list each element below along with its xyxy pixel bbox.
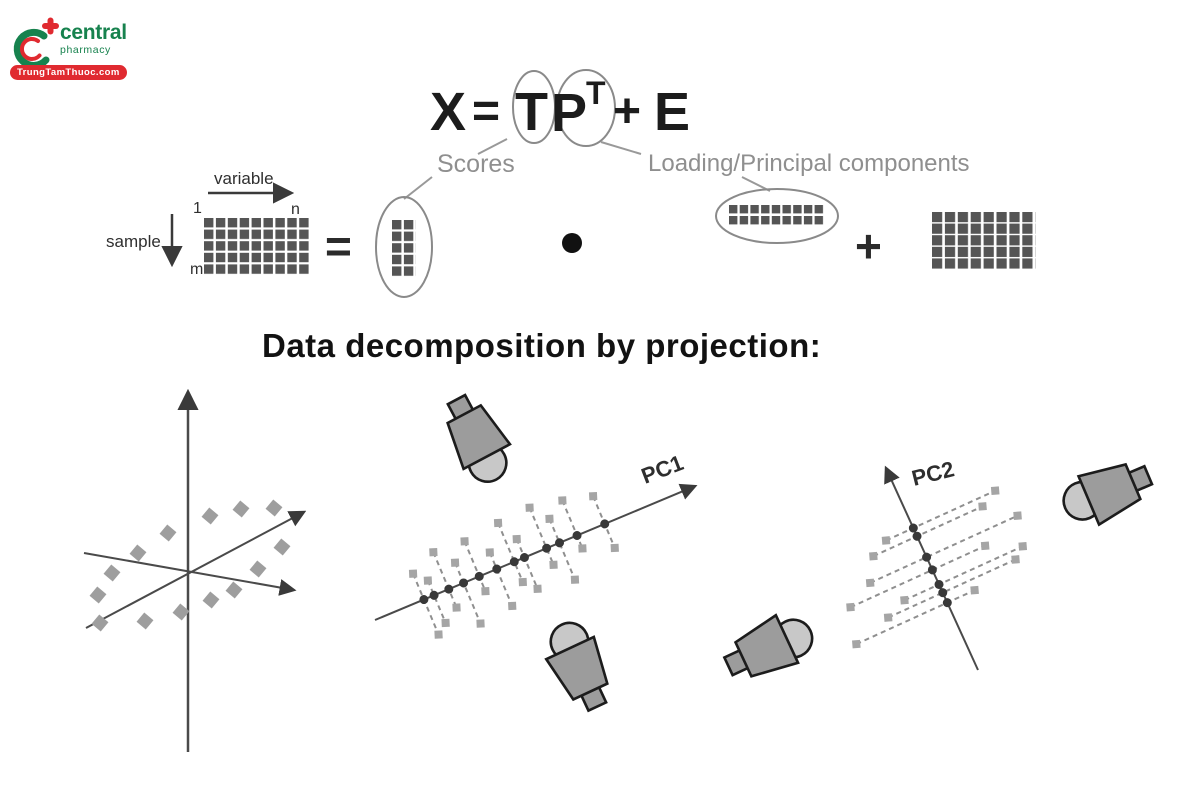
formula-equals: = xyxy=(472,85,500,138)
formula-x: X xyxy=(430,82,466,142)
dot-product-symbol xyxy=(562,233,582,253)
loading-vector-ellipse xyxy=(715,188,839,244)
error-matrix-grid xyxy=(932,212,1036,270)
pc1-axis xyxy=(374,483,698,621)
formula-p: P xyxy=(551,83,587,143)
pc2-label: PC2 xyxy=(909,456,957,491)
logo-red-arc xyxy=(19,37,42,61)
formula-e: E xyxy=(654,82,690,142)
row-end-label: m xyxy=(190,261,203,278)
scatter-points xyxy=(89,499,291,632)
t-ellipse xyxy=(512,70,556,144)
pc1-projected-dots xyxy=(419,519,610,605)
logo-plus-v xyxy=(47,17,54,35)
x-matrix-grid xyxy=(204,218,310,276)
pt-ellipse xyxy=(556,69,616,147)
brand-wordmark: central pharmacy xyxy=(60,22,127,56)
projector-icon-right xyxy=(1054,449,1160,536)
formula-t: T xyxy=(515,82,548,142)
projector-icon-left xyxy=(716,603,822,692)
matrix-equals: = xyxy=(325,220,352,272)
scores-callout-line-2 xyxy=(403,176,433,200)
brand-badge: TrungTamThuoc.com xyxy=(10,65,127,80)
brand-subtitle: pharmacy xyxy=(60,44,111,56)
pc2-projected-dots xyxy=(908,523,952,608)
scatter-panel xyxy=(83,388,307,752)
brand-logo: central pharmacy TrungTamThuoc.com xyxy=(8,8,148,86)
loading-callout-line-1 xyxy=(600,141,642,155)
loading-label: Loading/Principal components xyxy=(648,150,970,177)
pc1-panel: PC1 xyxy=(374,385,698,719)
pc1-data-squares xyxy=(408,492,619,639)
variable-label: variable xyxy=(214,169,274,188)
diagonal-axis-shallow xyxy=(83,552,297,596)
section-heading: Data decomposition by projection: xyxy=(262,327,821,364)
brand-name: central xyxy=(60,21,127,44)
col-end-label: n xyxy=(291,201,300,218)
projector-icon-bottom xyxy=(534,613,623,719)
loading-matrix-grid xyxy=(729,205,825,227)
scores-matrix-grid xyxy=(392,220,416,278)
pc2-panel: PC2 xyxy=(716,449,1160,692)
pc1-label: PC1 xyxy=(638,450,687,489)
scores-callout-line-1 xyxy=(477,138,508,155)
formula-plus: + xyxy=(613,85,641,138)
matrix-plus: + xyxy=(855,220,882,272)
pc2-data-squares xyxy=(846,486,1028,649)
diagonal-axis-steep xyxy=(85,510,307,629)
formula-p-transpose: T xyxy=(586,75,606,111)
scores-label: Scores xyxy=(437,150,515,178)
projector-icon-top xyxy=(431,385,523,493)
scores-vector-ellipse xyxy=(375,196,433,298)
col-start-label: 1 xyxy=(193,200,202,217)
sample-label: sample xyxy=(106,232,161,251)
